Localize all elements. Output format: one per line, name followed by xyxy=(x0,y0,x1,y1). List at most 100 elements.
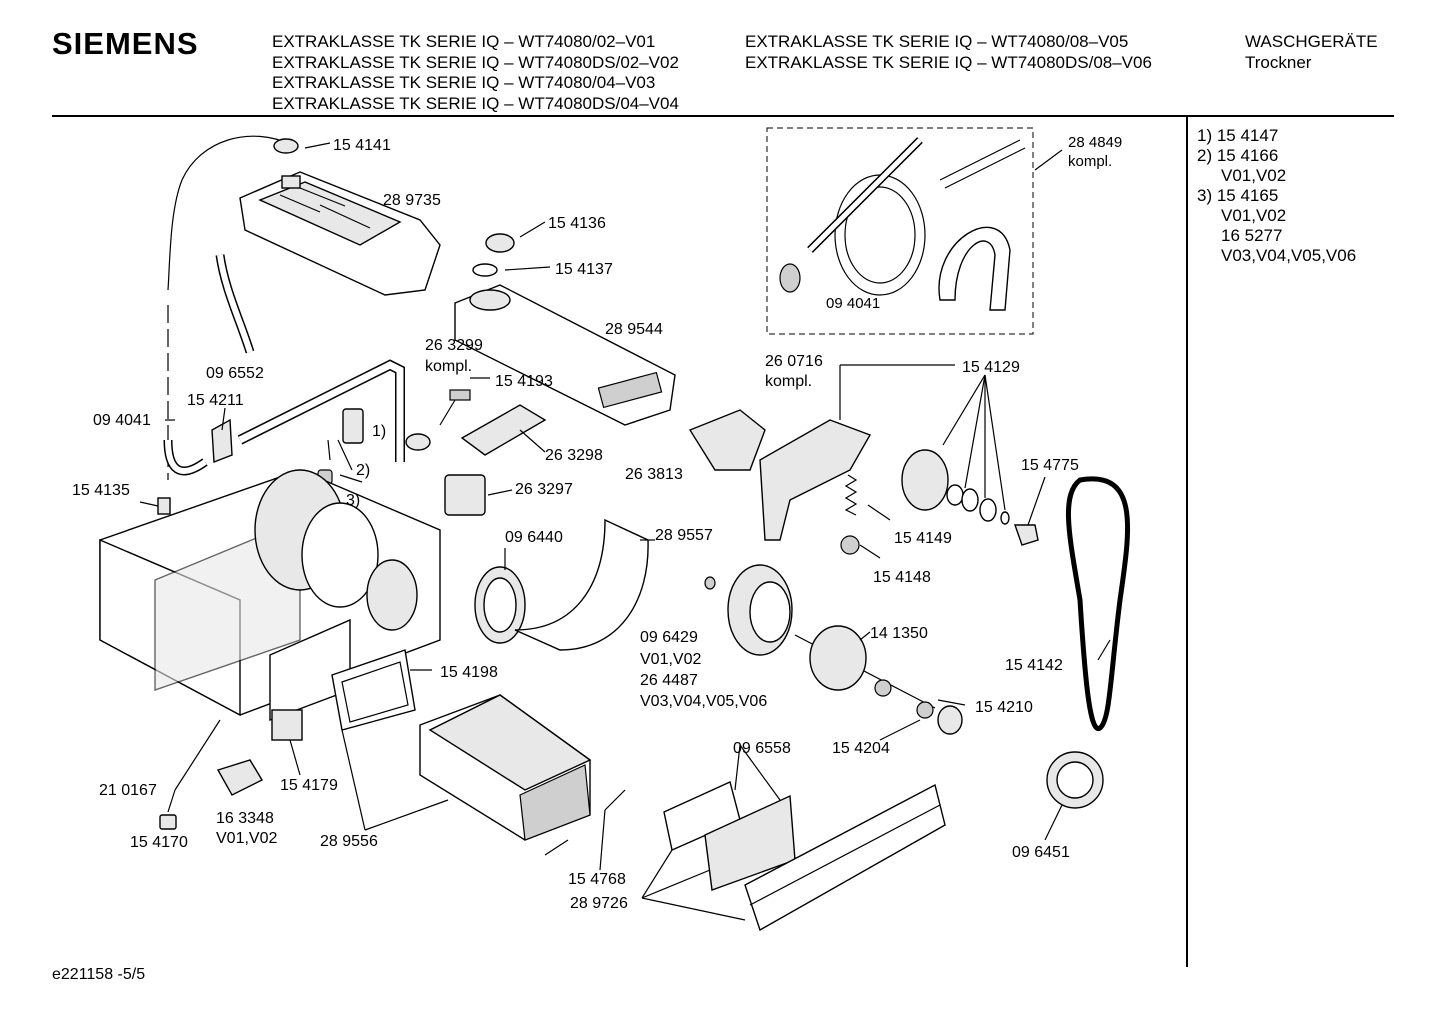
capacitor-shape xyxy=(342,408,364,444)
part-label: 28 9726 xyxy=(570,895,628,912)
eyelet-shape xyxy=(273,138,299,154)
front-panel-shape xyxy=(744,783,946,932)
part-label: 15 4149 xyxy=(894,530,952,547)
part-label: 15 4141 xyxy=(333,137,391,154)
pulley-shape xyxy=(901,449,949,511)
clamp-shape xyxy=(840,535,860,555)
model-list-right: EXTRAKLASSE TK SERIE IQ – WT74080/08–V05… xyxy=(745,32,1152,73)
part-label: 26 0716 xyxy=(765,353,823,370)
part-label: 15 4135 xyxy=(72,482,130,499)
part-label: 15 4198 xyxy=(440,664,498,681)
part-label: 26 3297 xyxy=(515,481,573,498)
part-label: V01,V02 xyxy=(216,830,277,847)
bearing-shape xyxy=(916,701,934,719)
clip-shape xyxy=(157,497,171,515)
part-label: kompl. xyxy=(1068,153,1112,170)
notes-divider xyxy=(1186,117,1188,967)
part-label: 28 4849 xyxy=(1068,134,1122,151)
footnote-line: 1) 15 4147 xyxy=(1197,126,1279,145)
part-label: 15 4137 xyxy=(555,261,613,278)
category-block: WASCHGERÄTE Trockner xyxy=(1245,32,1378,73)
part-label: 15 4142 xyxy=(1005,657,1063,674)
condenser-shape xyxy=(419,694,592,841)
part-label: 09 4041 xyxy=(826,295,880,312)
gasket-shape xyxy=(331,649,416,731)
model-line: EXTRAKLASSE TK SERIE IQ – WT74080/08–V05 xyxy=(745,32,1129,51)
part-label: 15 4768 xyxy=(568,871,626,888)
hose-set-shape xyxy=(779,137,1026,311)
part-label: 16 3348 xyxy=(216,810,274,827)
float-switch-shape xyxy=(439,399,456,426)
bracket-shape xyxy=(211,418,233,463)
part-label: 15 4775 xyxy=(1021,457,1079,474)
hose-set-box xyxy=(766,127,1034,335)
foot-shape xyxy=(159,814,177,830)
footnote-line: 16 5277 xyxy=(1221,226,1283,245)
part-label: 26 4487 xyxy=(640,672,698,689)
part-label: kompl. xyxy=(425,358,472,375)
callout-marker: 1) xyxy=(372,423,386,440)
door-hinge-shape xyxy=(688,409,766,471)
drive-belt-shape xyxy=(1065,476,1131,732)
footnote-line: V01,V02 xyxy=(1221,166,1287,185)
model-line: EXTRAKLASSE TK SERIE IQ – WT74080DS/02–V… xyxy=(272,52,679,72)
part-label: 28 9544 xyxy=(605,321,663,338)
part-label: 26 3813 xyxy=(625,466,683,483)
fan-wheel-shape xyxy=(704,564,793,656)
sensor-shape xyxy=(327,439,331,461)
part-label: V01,V02 xyxy=(640,651,701,668)
screw-shape xyxy=(544,839,569,856)
model-line: EXTRAKLASSE TK SERIE IQ – WT74080/02–V01 xyxy=(272,32,656,51)
model-line: EXTRAKLASSE TK SERIE IQ – WT74080/04–V03 xyxy=(272,73,656,92)
category-subtitle: Trockner xyxy=(1245,52,1312,72)
condenser-cover-shape xyxy=(239,171,441,296)
part-label: 28 9735 xyxy=(383,192,441,209)
pin-shape xyxy=(1014,524,1039,546)
model-line: EXTRAKLASSE TK SERIE IQ – WT74080DS/08–V… xyxy=(745,52,1152,72)
spring-shape xyxy=(844,474,858,516)
part-label: 15 4170 xyxy=(130,834,188,851)
footnote-line: V03,V04,V05,V06 xyxy=(1221,246,1357,265)
part-label: 14 1350 xyxy=(870,625,928,642)
part-label: 09 6558 xyxy=(733,740,791,757)
seal-shape xyxy=(472,263,498,277)
pump-shape xyxy=(444,474,486,516)
footnote-line: 2) 15 4166 xyxy=(1197,146,1279,165)
part-label: V03,V04,V05,V06 xyxy=(640,693,767,710)
foot-leg-shape xyxy=(174,719,221,791)
part-label: 15 4204 xyxy=(832,740,890,757)
part-label: 28 9557 xyxy=(655,527,713,544)
part-label: 26 3299 xyxy=(425,337,483,354)
cable-shape xyxy=(167,135,293,291)
air-duct-shape xyxy=(514,518,649,651)
part-label: 28 9556 xyxy=(320,833,378,850)
part-label: 26 3298 xyxy=(545,447,603,464)
footnote-line: 3) 15 4165 xyxy=(1197,186,1279,205)
part-label: 15 4129 xyxy=(962,359,1020,376)
part-label: 15 4193 xyxy=(495,373,553,390)
document-id: e221158 -5/5 xyxy=(52,966,146,983)
model-line: EXTRAKLASSE TK SERIE IQ – WT74080DS/04–V… xyxy=(272,93,679,113)
leader-lines xyxy=(139,142,1111,921)
motor-pulley-shape xyxy=(937,705,963,735)
part-label: 09 6552 xyxy=(206,365,264,382)
screw-shape xyxy=(604,789,626,811)
switch-holder-shape xyxy=(216,759,263,796)
connector-shape xyxy=(271,709,303,741)
filter-cap-shape xyxy=(485,233,515,253)
part-label: 09 4041 xyxy=(93,412,151,429)
part-label: 09 6440 xyxy=(505,529,563,546)
brand-logo: SIEMENS xyxy=(52,26,199,61)
part-label: 15 4136 xyxy=(548,215,606,232)
category-title: WASCHGERÄTE xyxy=(1245,32,1378,51)
motor-bracket-shape xyxy=(759,419,872,541)
model-list-left: EXTRAKLASSE TK SERIE IQ – WT74080/02–V01… xyxy=(272,32,679,114)
part-label: 15 4179 xyxy=(280,777,338,794)
pipe-shape xyxy=(237,359,405,462)
header-divider xyxy=(52,115,1394,117)
part-label: 15 4211 xyxy=(187,392,244,409)
motor-shape xyxy=(794,625,936,709)
base-frame-shape xyxy=(99,469,441,722)
part-label: 09 6451 xyxy=(1012,844,1070,861)
